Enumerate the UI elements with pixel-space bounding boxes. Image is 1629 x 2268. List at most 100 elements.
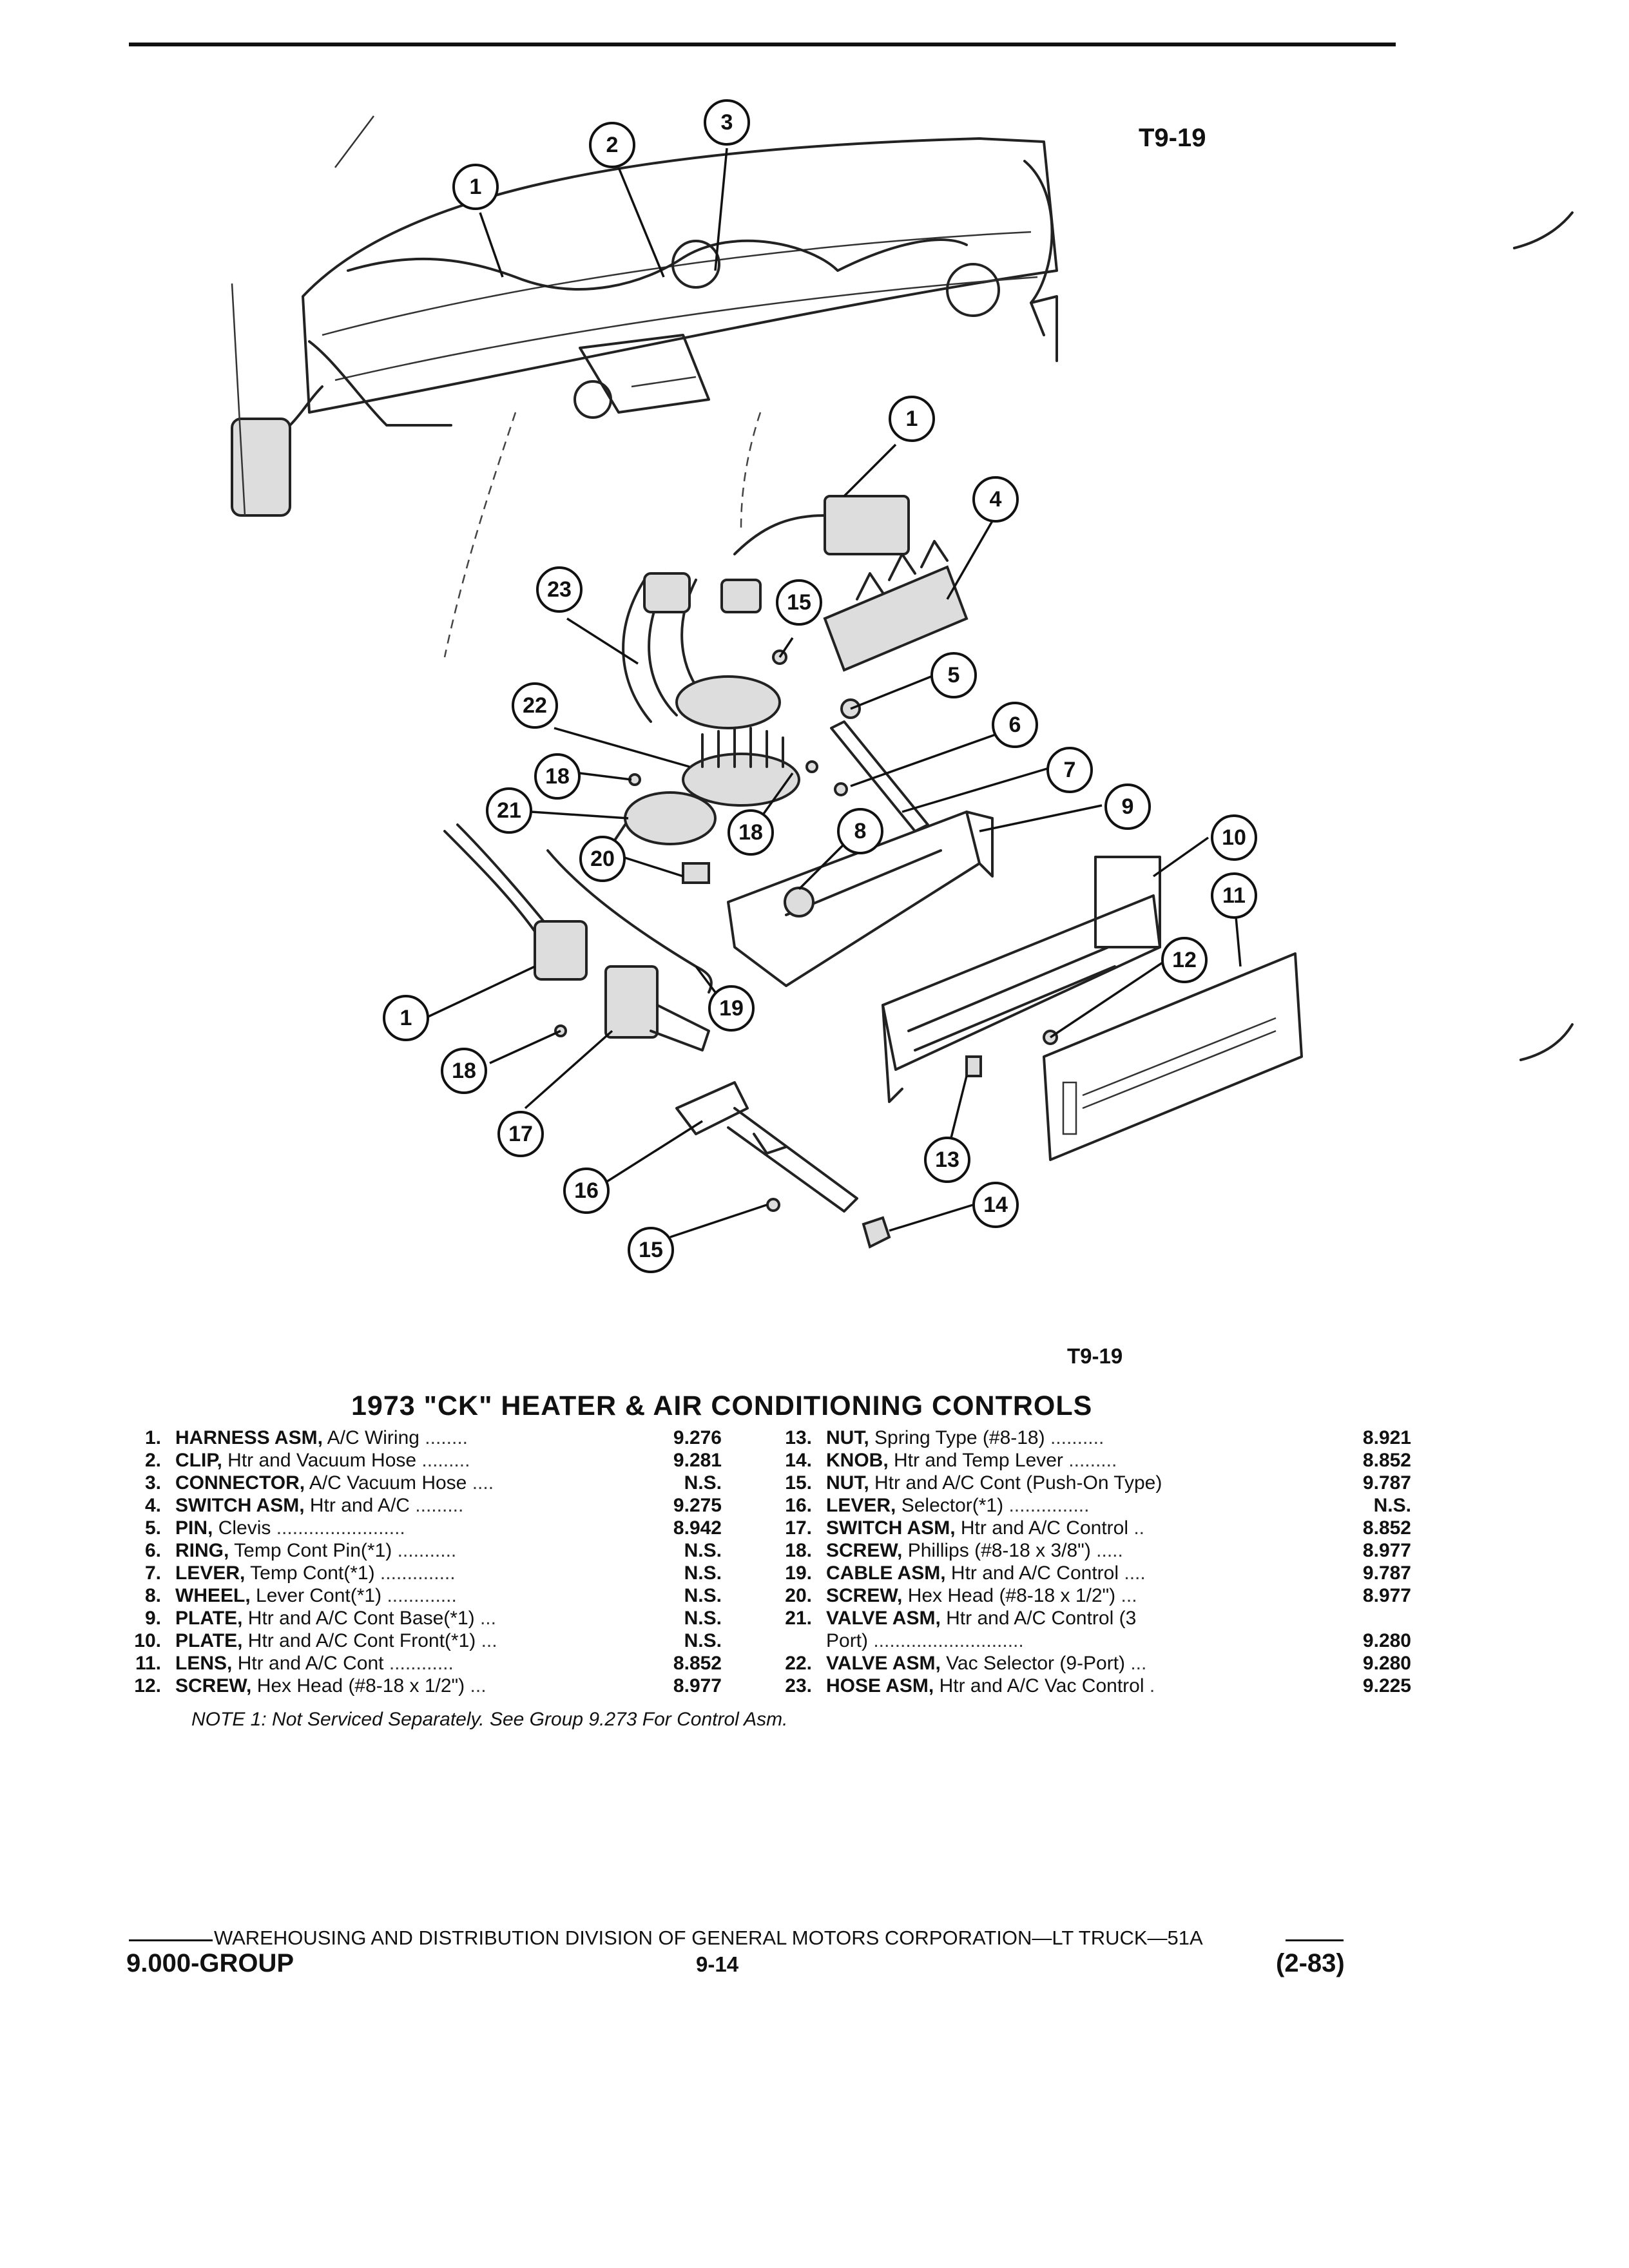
leader-dots: .........	[409, 1495, 464, 1516]
callout-6: 6	[992, 702, 1038, 748]
page-title: 1973 "CK" HEATER & AIR CONDITIONING CONT…	[351, 1390, 1093, 1421]
callout-15a: 15	[776, 579, 822, 626]
svg-text:18: 18	[452, 1059, 476, 1083]
selector-lever-16	[675, 1081, 858, 1213]
parts-list-row: 7.LEVER, Temp Cont(*1) ..............N.S…	[116, 1562, 722, 1584]
group-number: 9.225	[1362, 1675, 1411, 1696]
svg-text:9: 9	[1122, 794, 1134, 819]
parts-list-row: 12.SCREW, Hex Head (#8-18 x 1/2") ...8.9…	[116, 1675, 722, 1697]
edge-mark-2	[1519, 1023, 1574, 1061]
parts-list-row: 6.RING, Temp Cont Pin(*1) ...........N.S…	[116, 1539, 722, 1562]
part-name: LENS,	[175, 1653, 233, 1674]
group-number: N.S.	[684, 1562, 722, 1584]
leader-dots: .	[1144, 1675, 1155, 1696]
svg-text:18: 18	[738, 820, 763, 845]
part-description: Htr and A/C Control (3	[946, 1608, 1137, 1629]
footer-division: WAREHOUSING AND DISTRIBUTION DIVISION OF…	[214, 1927, 1203, 1949]
svg-text:14: 14	[983, 1193, 1008, 1217]
callout-18c: 18	[441, 1048, 487, 1094]
svg-text:1: 1	[400, 1006, 412, 1030]
part-description: Hex Head (#8-18 x 1/2")	[256, 1675, 465, 1696]
group-number: 9.276	[673, 1427, 722, 1448]
part-number: 2.	[144, 1450, 161, 1471]
leader-dots: ........................	[271, 1517, 405, 1539]
callout-1b: 1	[889, 396, 935, 442]
part-description: Vac Selector (9-Port)	[946, 1653, 1126, 1674]
part-number: 17.	[785, 1517, 812, 1539]
svg-text:15: 15	[787, 590, 811, 615]
group-number: N.S.	[684, 1630, 722, 1651]
edge-mark-1	[1513, 211, 1574, 249]
svg-text:22: 22	[523, 693, 547, 718]
part-description: Htr and Temp Lever	[894, 1450, 1063, 1471]
part-name: NUT,	[826, 1427, 869, 1448]
group-number: 8.921	[1362, 1427, 1411, 1448]
part-description: Selector(*1)	[901, 1495, 1004, 1516]
part-number: 19.	[785, 1562, 812, 1584]
part-description: Port)	[826, 1630, 869, 1651]
part-name: HARNESS ASM,	[175, 1427, 323, 1448]
part-name: CONNECTOR,	[175, 1472, 305, 1494]
leader-dots: ........	[419, 1427, 468, 1448]
leader-dots: ..........	[1045, 1427, 1104, 1448]
parts-list-row: 23.HOSE ASM, Htr and A/C Vac Control .9.…	[767, 1675, 1411, 1697]
parts-list-row: 17.SWITCH ASM, Htr and A/C Control ..8.8…	[767, 1517, 1411, 1539]
callout-3: 3	[704, 99, 750, 146]
svg-text:13: 13	[935, 1148, 959, 1172]
part-name: PIN,	[175, 1517, 213, 1539]
parts-list-row: 19.CABLE ASM, Htr and A/C Control ....9.…	[767, 1562, 1411, 1584]
cable-asm-19	[546, 849, 713, 994]
svg-text:15: 15	[639, 1238, 663, 1262]
group-number: 8.852	[673, 1653, 722, 1674]
leader-dots: ............	[383, 1653, 454, 1674]
callout-18a: 18	[534, 753, 581, 800]
part-name: SCREW,	[826, 1585, 903, 1606]
part-name: PLATE,	[175, 1630, 243, 1651]
leader-dots: ...	[474, 1608, 496, 1629]
part-name: HOSE ASM,	[826, 1675, 934, 1696]
svg-text:12: 12	[1172, 948, 1197, 972]
callout-12: 12	[1161, 937, 1208, 983]
control-valve-21	[611, 791, 717, 845]
svg-text:1: 1	[906, 407, 918, 431]
leader-dots: ...	[465, 1675, 487, 1696]
part-description: Htr and A/C Control	[960, 1517, 1129, 1539]
part-name: SWITCH ASM,	[826, 1517, 956, 1539]
switch-asm-17	[604, 965, 710, 1052]
group-number: 9.787	[1362, 1472, 1411, 1494]
harness-asm-1-lower	[443, 823, 588, 981]
group-number: 8.977	[1362, 1585, 1411, 1606]
group-number: 9.281	[673, 1450, 722, 1471]
group-number: N.S.	[1373, 1495, 1411, 1516]
footer-rule-left	[129, 1939, 213, 1941]
part-description: Clevis	[218, 1517, 271, 1539]
parts-list-row: 14.KNOB, Htr and Temp Lever .........8.8…	[767, 1449, 1411, 1472]
part-number: 15.	[785, 1472, 812, 1494]
svg-text:2: 2	[606, 133, 619, 157]
svg-text:7: 7	[1064, 758, 1076, 782]
group-number: N.S.	[684, 1540, 722, 1561]
part-number: 22.	[785, 1653, 812, 1674]
callout-13: 13	[924, 1137, 970, 1183]
parts-list-row: 1.HARNESS ASM, A/C Wiring ........9.276	[116, 1427, 722, 1449]
svg-text:8: 8	[854, 819, 867, 843]
svg-text:16: 16	[574, 1178, 599, 1203]
group-number: 8.852	[1362, 1517, 1411, 1539]
leader-dots: ....	[1119, 1562, 1146, 1584]
part-description: Temp Cont(*1)	[250, 1562, 375, 1584]
part-name: CABLE ASM,	[826, 1562, 946, 1584]
part-number: 12.	[134, 1675, 161, 1696]
parts-list-row: 13.NUT, Spring Type (#8-18) ..........8.…	[767, 1427, 1411, 1449]
parts-list-row: 10.PLATE, Htr and A/C Cont Front(*1) ...…	[116, 1629, 722, 1652]
svg-text:20: 20	[590, 847, 615, 871]
parts-list-row: 11.LENS, Htr and A/C Cont ............8.…	[116, 1652, 722, 1675]
svg-text:1: 1	[470, 175, 482, 199]
callout-1a: 1	[452, 164, 499, 210]
group-number: 8.977	[1362, 1540, 1411, 1561]
svg-text:17: 17	[508, 1122, 533, 1146]
svg-text:19: 19	[719, 996, 744, 1021]
group-number: 8.852	[1362, 1450, 1411, 1471]
svg-text:5: 5	[948, 663, 960, 687]
part-name: VALVE ASM,	[826, 1653, 941, 1674]
